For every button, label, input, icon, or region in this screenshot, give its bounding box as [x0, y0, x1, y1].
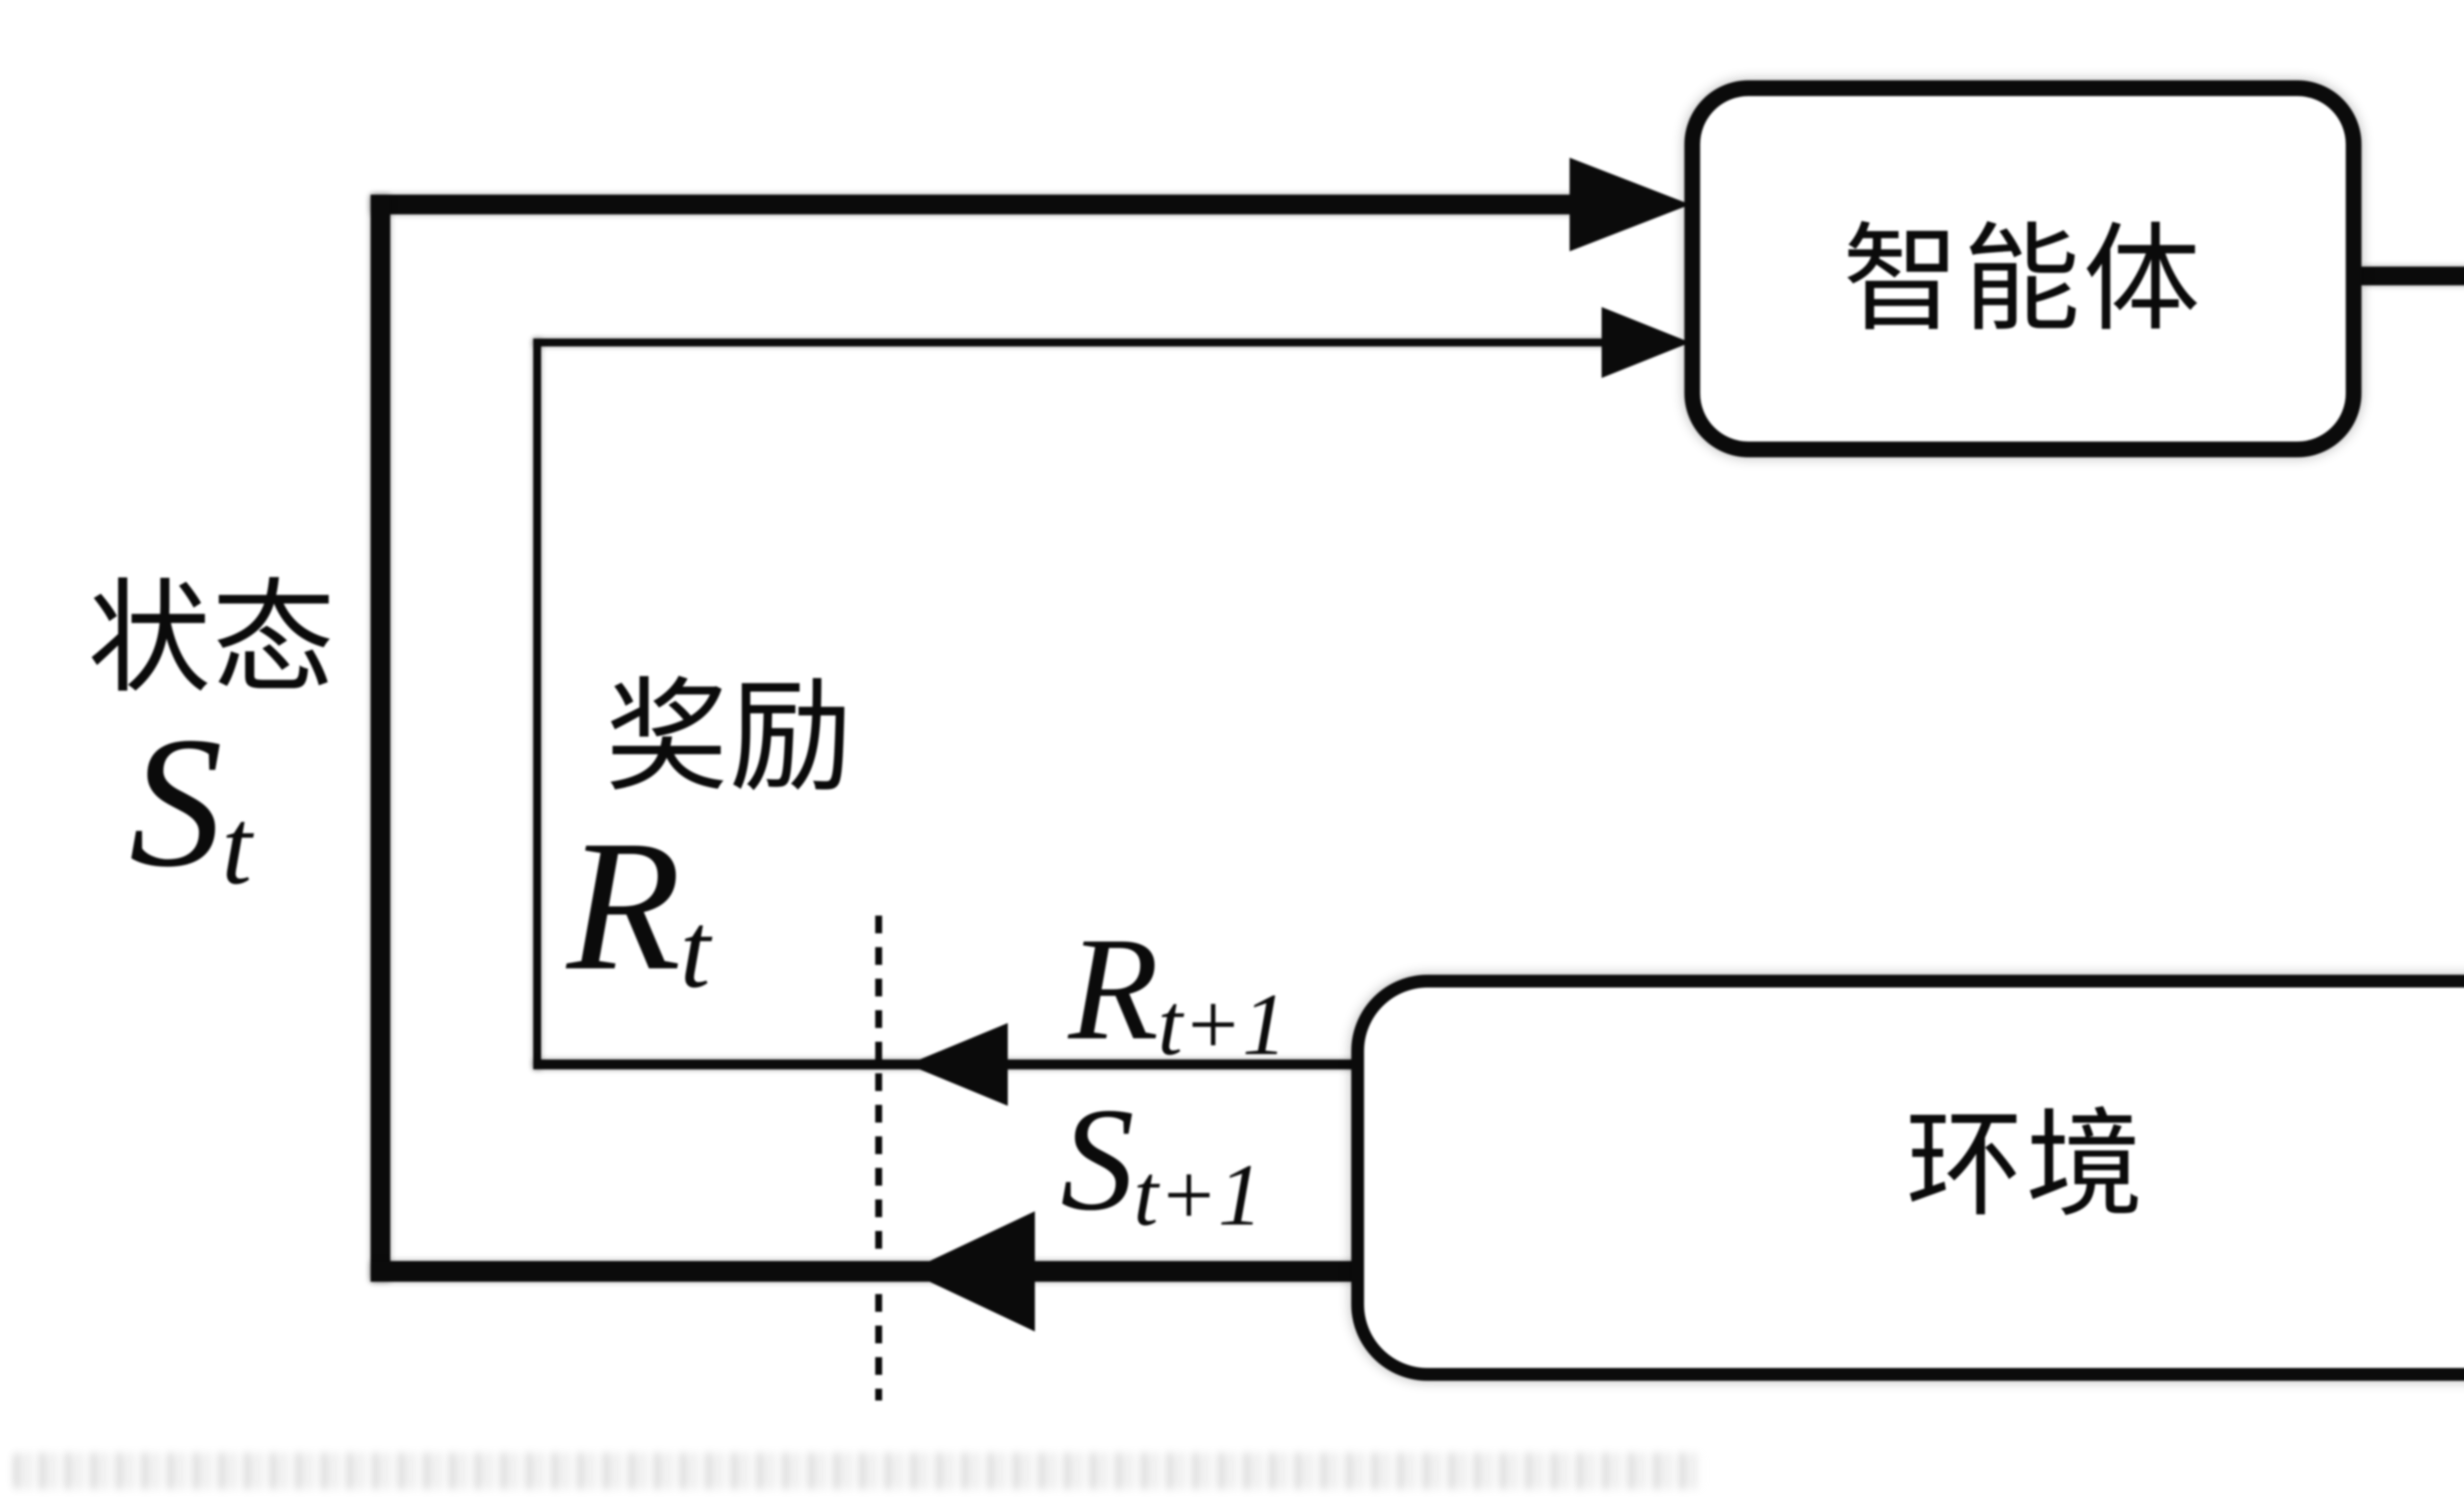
reward-loop-top-line: [533, 339, 1605, 346]
reward-symbol: Rt: [567, 812, 710, 1005]
state-loop-top-line: [371, 195, 1577, 214]
reward-next-symbol-subscript: t+1: [1158, 975, 1287, 1074]
state-next-arrowhead-icon: [908, 1211, 1035, 1332]
reward-label: 奖励: [605, 670, 854, 807]
state-loop-bottom-line: [371, 1261, 1361, 1282]
reward-loop-left-line: [533, 339, 541, 1069]
reward-symbol-base: R: [567, 802, 682, 1009]
state-next-symbol: St+1: [1061, 1085, 1263, 1239]
reward-symbol-subscript: t: [680, 890, 711, 1011]
time-step-divider-dashed-line: [875, 916, 882, 1401]
state-label: 状态: [88, 572, 336, 708]
agent-box-label: 智能体: [1843, 216, 2203, 345]
state-next-symbol-base: S: [1061, 1077, 1134, 1241]
reward-next-symbol-base: R: [1068, 907, 1159, 1070]
reward-arrowhead-into-agent-icon: [1602, 307, 1690, 378]
environment-box: 环境: [1351, 975, 2464, 1381]
state-symbol-base: S: [129, 698, 223, 906]
state-symbol: St: [129, 709, 252, 901]
state-next-symbol-subscript: t+1: [1133, 1146, 1263, 1244]
action-loop-top-line: [2361, 267, 2464, 285]
state-loop-left-line: [371, 195, 390, 1282]
environment-box-label: 环境: [1906, 1101, 2146, 1231]
state-symbol-subscript: t: [221, 786, 252, 907]
state-arrowhead-into-agent-icon: [1570, 158, 1690, 251]
agent-box: 智能体: [1684, 80, 2361, 457]
cropped-caption-artifact: [14, 1453, 1704, 1489]
reward-next-arrowhead-icon: [908, 1023, 1008, 1106]
reward-next-symbol: Rt+1: [1068, 915, 1287, 1069]
